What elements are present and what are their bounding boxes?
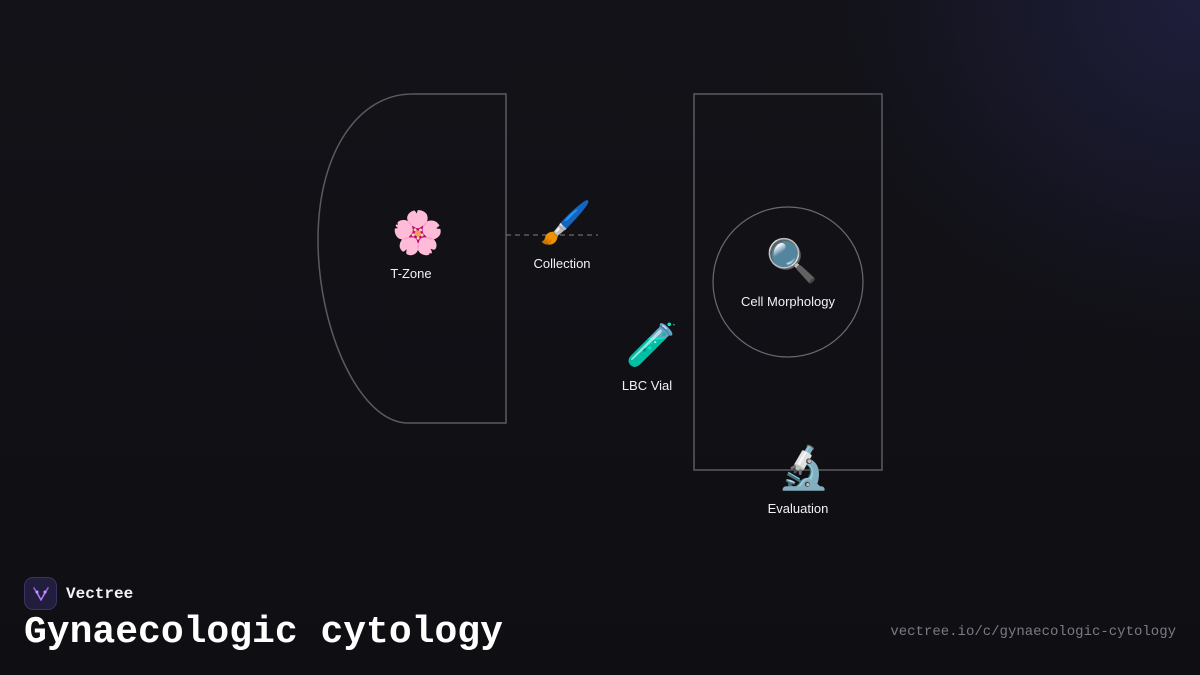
page-title: Gynaecologic cytology [24,611,503,654]
node-collection-label: Collection [533,256,591,271]
microscope-icon: 🔬 [777,443,831,492]
tzone-shape [317,93,507,424]
node-evaluation[interactable]: 🔬 Evaluation [768,443,831,517]
node-tzone[interactable]: 🌸 T-Zone [390,208,445,282]
magnifying-glass-icon: 🔍 [765,236,819,285]
vectree-logo-icon [24,577,57,610]
cell-morphology-ring [712,206,864,358]
test-tube-icon: 🧪 [625,320,679,369]
lab-frame [693,93,883,471]
node-collection[interactable]: 🖌️ Collection [533,198,593,272]
paintbrush-icon: 🖌️ [539,198,593,247]
node-lbc-vial[interactable]: 🧪 LBC Vial [622,320,679,394]
brand-name: Vectree [66,584,134,603]
cherry-blossom-icon: 🌸 [391,208,445,257]
page-url[interactable]: vectree.io/c/gynaecologic-cytology [890,624,1176,640]
brand[interactable]: Vectree [24,577,133,610]
node-tzone-label: T-Zone [390,266,432,281]
node-cell-morphology-label: Cell Morphology [741,294,835,309]
node-evaluation-label: Evaluation [767,501,829,516]
node-cell-morphology[interactable]: 🔍 Cell Morphology [741,236,835,310]
node-lbc-vial-label: LBC Vial [621,378,673,393]
